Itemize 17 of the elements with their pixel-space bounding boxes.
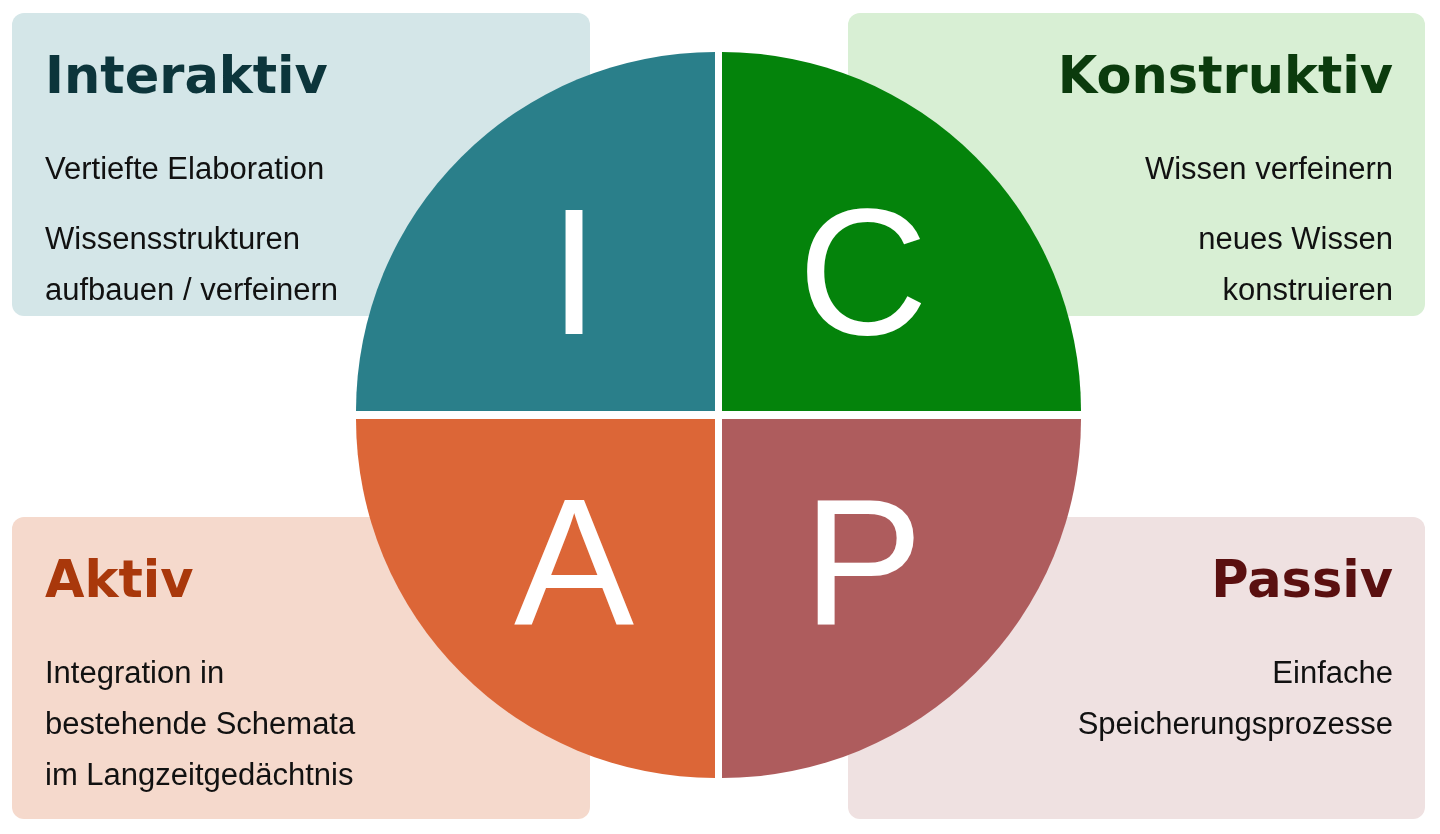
- card-text: Wissen verfeinern: [1144, 151, 1393, 186]
- card-heading: Passiv: [1211, 550, 1393, 609]
- quadrant-segment: [356, 419, 715, 778]
- card-heading: Aktiv: [45, 550, 194, 609]
- card-text: Einfache Speicherungsprozesse: [1077, 655, 1393, 741]
- card-text: Vertiefte Elaboration: [45, 151, 325, 186]
- quadrant-segment: [722, 419, 1081, 778]
- quadrant-letter: I: [549, 171, 599, 372]
- quadrant-segment: [356, 52, 715, 411]
- quadrant-letter: P: [802, 461, 924, 662]
- card-text: Wissensstrukturen aufbauen / verfeinern: [45, 221, 338, 307]
- card-text: Integration in bestehende Schemata im Langzeitgedächtnis: [45, 655, 356, 792]
- card-heading: Konstruktiv: [1057, 46, 1393, 105]
- quadrant-letter: C: [798, 171, 928, 372]
- card-heading: Interaktiv: [45, 46, 328, 105]
- card-text: neues Wissen konstruieren: [1198, 221, 1393, 307]
- quadrant-letter: A: [513, 461, 635, 662]
